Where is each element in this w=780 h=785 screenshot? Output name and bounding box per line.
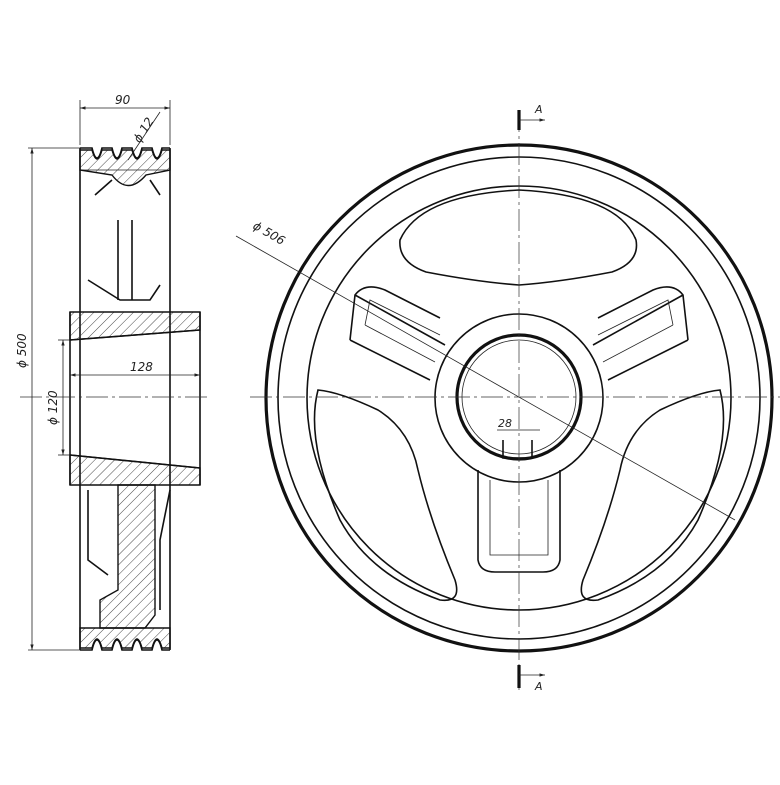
- hub-lower-hatch: [69, 454, 201, 486]
- bottom-grooves: [80, 639, 170, 651]
- dim-hub-length: 128: [130, 360, 153, 374]
- section-label-top: A: [534, 103, 543, 116]
- keyway: [502, 440, 533, 459]
- dim-outer-dia-front: ϕ 506: [251, 218, 288, 248]
- spoke-left: [349, 286, 446, 381]
- groove-leader: [127, 111, 161, 161]
- lower-rim-hatch: [79, 627, 171, 649]
- window-top: [399, 189, 638, 286]
- upper-rim-hatch: [79, 149, 171, 187]
- spoke-right: [592, 286, 689, 381]
- upper-web-spoke: [87, 279, 161, 301]
- section-label-bottom: A: [534, 680, 543, 693]
- spoke-left-inner: [364, 299, 441, 363]
- window-right: [580, 389, 725, 602]
- lower-web-lines: [87, 489, 171, 610]
- dim-line-front-dia: [235, 235, 736, 521]
- top-grooves: [80, 147, 170, 159]
- dim-width-top: 90: [115, 93, 131, 107]
- side-rim-outline: [79, 148, 171, 650]
- spoke-right-inner: [597, 299, 674, 363]
- front-view: A A ϕ 506 28: [235, 103, 780, 693]
- lower-web-hatch: [99, 484, 156, 629]
- upper-web: [94, 179, 161, 300]
- window-left: [313, 389, 458, 602]
- dim-key-width: 28: [498, 417, 512, 430]
- dim-bore-dia: ϕ 120: [46, 390, 60, 425]
- dim-outer-dia-side: ϕ 500: [15, 333, 29, 368]
- dim-groove-dia: ϕ 12: [130, 115, 156, 145]
- bore-lines: [69, 312, 201, 485]
- side-section-view: 90 ϕ 12 ϕ 500 ϕ 120 128: [15, 93, 210, 651]
